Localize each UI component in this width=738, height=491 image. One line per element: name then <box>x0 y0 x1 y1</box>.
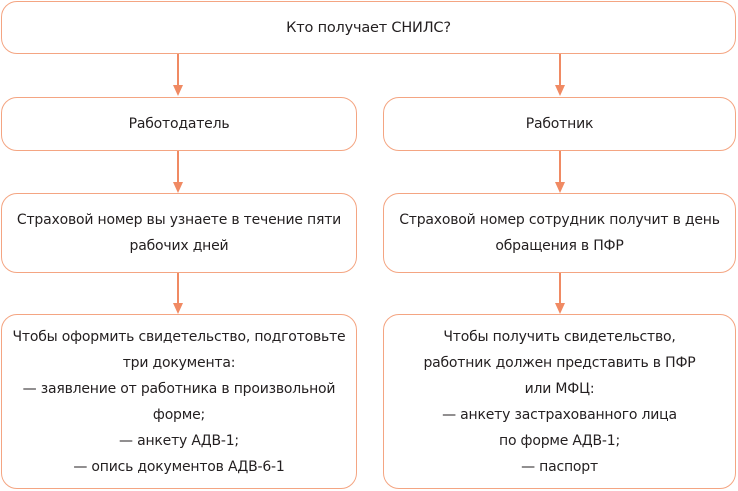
node-employee-documents: Чтобы получить свидетельство, работник д… <box>383 314 736 489</box>
node-employer-timing: Страховой номер вы узнаете в течение пят… <box>1 193 357 273</box>
connector-employee-docs <box>559 273 561 304</box>
node-employer-documents: Чтобы оформить свидетельство, подготовьт… <box>1 314 357 489</box>
arrowhead-icon <box>173 85 183 96</box>
arrowhead-icon <box>555 303 565 314</box>
root-label: Кто получает СНИЛС? <box>286 19 451 36</box>
connector-employer-timing <box>177 151 179 183</box>
connector-employer-docs <box>177 273 179 304</box>
node-employee-timing-text: Страховой номер сотрудник получит в день… <box>399 212 720 254</box>
node-employee-timing: Страховой номер сотрудник получит в день… <box>383 193 736 273</box>
arrowhead-icon <box>173 182 183 193</box>
node-employer-timing-text: Страховой номер вы узнаете в течение пят… <box>16 212 342 254</box>
arrowhead-icon <box>555 182 565 193</box>
arrowhead-icon <box>173 303 183 314</box>
node-employee-documents-text: Чтобы получить свидетельство, работник д… <box>423 328 696 475</box>
connector-root-left <box>177 54 179 86</box>
connector-employee-timing <box>559 151 561 183</box>
arrowhead-icon <box>555 85 565 96</box>
node-employer: Работодатель <box>1 97 357 151</box>
node-employee: Работник <box>383 97 736 151</box>
node-employer-documents-text: Чтобы оформить свидетельство, подготовьт… <box>12 328 346 475</box>
node-employer-label: Работодатель <box>128 116 230 132</box>
node-employee-label: Работник <box>525 116 594 132</box>
connector-root-right <box>559 54 561 86</box>
root-node: Кто получает СНИЛС? <box>1 1 736 54</box>
